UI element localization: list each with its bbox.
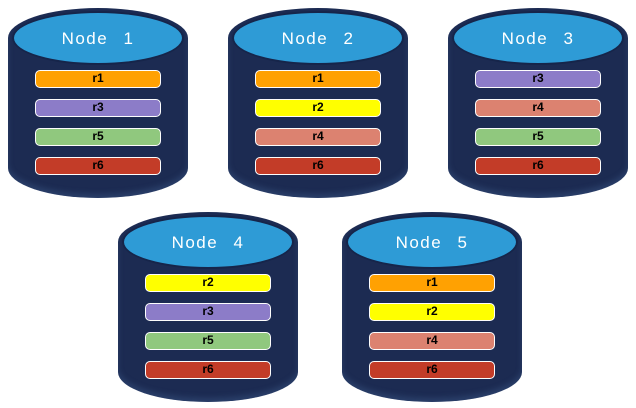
node-title: Node 2: [281, 29, 355, 48]
database-node-5: Node 5 r1 r2 r4 r6: [342, 212, 522, 402]
cylinder-top-ellipse: Node 1: [12, 11, 184, 65]
node-title: Node 5: [395, 233, 469, 252]
replica-bar-r3: r3: [475, 70, 601, 88]
replica-bar-r1: r1: [255, 70, 381, 88]
node-title: Node 1: [61, 29, 135, 48]
replica-bar-r3: r3: [35, 99, 161, 117]
replica-bar-r2: r2: [255, 99, 381, 117]
replica-bar-r1: r1: [369, 274, 495, 292]
replica-bar-r5: r5: [475, 128, 601, 146]
cylinder-top-ellipse: Node 2: [232, 11, 404, 65]
database-node-3: Node 3 r3 r4 r5 r6: [448, 8, 628, 198]
cylinder-top-ellipse: Node 4: [122, 215, 294, 269]
database-node-2: Node 2 r1 r2 r4 r6: [228, 8, 408, 198]
node-title: Node 4: [171, 233, 245, 252]
database-node-4: Node 4 r2 r3 r5 r6: [118, 212, 298, 402]
node-title: Node 3: [501, 29, 575, 48]
replica-bar-r4: r4: [475, 99, 601, 117]
replica-bar-r3: r3: [145, 303, 271, 321]
cylinder-top-ellipse: Node 3: [452, 11, 624, 65]
replica-bar-r4: r4: [255, 128, 381, 146]
cylinder-top-ellipse: Node 5: [346, 215, 518, 269]
replica-bar-r6: r6: [255, 157, 381, 175]
replica-bar-r2: r2: [145, 274, 271, 292]
replica-bar-r6: r6: [35, 157, 161, 175]
replica-bar-list: r1 r2 r4 r6: [255, 70, 381, 186]
replica-bar-r6: r6: [145, 361, 271, 379]
replica-bar-list: r3 r4 r5 r6: [475, 70, 601, 186]
replica-bar-r4: r4: [369, 332, 495, 350]
replica-bar-list: r2 r3 r5 r6: [145, 274, 271, 390]
database-node-1: Node 1 r1 r3 r5 r6: [8, 8, 188, 198]
replica-bar-r5: r5: [145, 332, 271, 350]
replica-bar-list: r1 r2 r4 r6: [369, 274, 495, 390]
replica-bar-r5: r5: [35, 128, 161, 146]
replica-bar-list: r1 r3 r5 r6: [35, 70, 161, 186]
replica-bar-r1: r1: [35, 70, 161, 88]
replica-bar-r6: r6: [369, 361, 495, 379]
replica-bar-r6: r6: [475, 157, 601, 175]
replica-bar-r2: r2: [369, 303, 495, 321]
